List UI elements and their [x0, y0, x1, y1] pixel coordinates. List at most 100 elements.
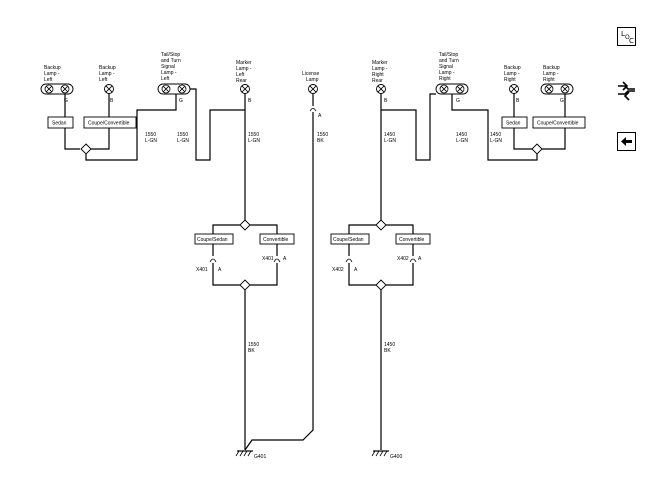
marker-lamp-left-rear: Marker Lamp - Left Rear B [236, 60, 252, 104]
pin-label: G [64, 98, 68, 104]
lamp-label-line: License [302, 71, 319, 77]
wire-label: 1550 [317, 132, 328, 138]
tail-stop-turn-lamp-right: Tail/Stop and Turn Signal Lamp - Right G [435, 52, 469, 104]
wire-label: L-GN [384, 138, 396, 144]
locator-button[interactable]: L O C [617, 27, 636, 46]
lamp-label-line: Left [236, 72, 245, 78]
tail-stop-turn-lamp-left: Tail/Stop and Turn Signal Lamp - Left G [157, 52, 191, 104]
wire-label: L-GN [248, 138, 260, 144]
lamp-label-line: Left [161, 76, 170, 82]
connector-label: X402 [397, 256, 409, 262]
option-label: Coupe/Sedan [197, 237, 228, 243]
option-label: Coupe/Convertible [88, 121, 130, 127]
wire-label: 1550 [177, 132, 188, 138]
option-box-coupe-sedan [194, 233, 234, 245]
pin-label: A [354, 267, 358, 273]
lamp-label-line: Backup [543, 65, 560, 71]
connector-symbol [273, 258, 281, 263]
lamp-label-line: Rear [372, 78, 383, 84]
pin-label: G [179, 98, 183, 104]
lamp-label-line: Signal [161, 64, 175, 70]
ground-label: G401 [254, 454, 266, 460]
wire-label: BK [248, 348, 255, 354]
pin-label: B [110, 98, 114, 104]
option-box-sedan [47, 116, 74, 129]
license-lamp: License Lamp A [302, 71, 322, 119]
pin-label: G [560, 98, 564, 104]
pin-label: A [283, 256, 287, 262]
splice-diamond [239, 279, 251, 291]
lamp-label-line: Right [372, 72, 384, 78]
splice-diamond [375, 279, 387, 291]
lamp-label-line: Backup [44, 65, 61, 71]
lamp-label-line: Tail/Stop [439, 52, 458, 58]
ground-label: G400 [390, 454, 402, 460]
connector-symbol [309, 108, 317, 112]
option-label: Convertible [263, 237, 289, 243]
lamp-label-line: Lamp - [543, 71, 559, 77]
lamp-label-line: Lamp - [161, 70, 177, 76]
loc-letter: O [625, 34, 630, 41]
wire-label: BK [317, 138, 324, 144]
lamp-label-line: Backup [99, 65, 116, 71]
lamp-label-line: Marker [236, 60, 252, 66]
ground-symbol-g401 [235, 450, 253, 457]
lamp-label-line: Lamp - [99, 71, 115, 77]
dual-bulb-housing [157, 83, 191, 95]
pin-label: A [418, 256, 422, 262]
lamp-label-line: Lamp - [44, 71, 60, 77]
lamp-label-line: Lamp - [236, 66, 252, 72]
connector-label: X401 [262, 256, 274, 262]
back-button[interactable] [617, 132, 636, 151]
option-box-coupe-convertible [532, 116, 586, 129]
connector-symbol [209, 258, 217, 263]
pin-label: B [516, 98, 520, 104]
connector-symbol [409, 258, 417, 263]
ground-symbol-g400 [371, 450, 389, 457]
option-label: Sedan [506, 121, 521, 127]
wire-label: 1450 [456, 132, 467, 138]
lamp-label-line: Right [504, 77, 516, 83]
connector-label: X401 [196, 267, 208, 273]
lamp-label-line: Marker [372, 60, 388, 66]
backup-lamp-right-sedan: Backup Lamp - Right B [504, 65, 521, 104]
lamp-label-line: and Turn [161, 58, 181, 64]
lamp-label-line: Right [439, 76, 451, 82]
lamp-label-line: and Turn [439, 58, 459, 64]
wire-label: L-GN [145, 138, 157, 144]
backup-lamp-left-sedan: Backup Lamp - Left G [40, 65, 74, 104]
option-label: Coupe/Sedan [333, 237, 364, 243]
pin-label: A [318, 113, 322, 119]
wire-label: 1450 [384, 342, 395, 348]
loc-letter: C [629, 37, 634, 45]
lamp-label-line: Backup [504, 65, 521, 71]
pin-label: A [218, 267, 222, 273]
lamp-label-line: Tail/Stop [161, 52, 180, 58]
splice-diamond [531, 143, 543, 155]
lamp-label-line: Lamp - [504, 71, 520, 77]
wire-label: 1550 [145, 132, 156, 138]
lamp-label-line: Lamp [306, 77, 319, 83]
lamp-label-line: Lamp - [372, 66, 388, 72]
pin-label: G [456, 98, 460, 104]
wire-label: 1550 [248, 132, 259, 138]
lamp-label-line: Right [543, 77, 555, 83]
wire-label: L-GN [177, 138, 189, 144]
arrow-left-icon [621, 137, 632, 146]
option-label: Convertible [399, 237, 425, 243]
backup-lamp-right-coupe: Backup Lamp - Right G [540, 65, 574, 104]
wire-label: L-GN [456, 138, 468, 144]
lamp-label-line: Left [44, 77, 53, 83]
lamp-label-line: Signal [439, 64, 453, 70]
wire-label: BK [384, 348, 391, 354]
wire-label: L-GN [490, 138, 502, 144]
pin-label: B [384, 98, 388, 104]
option-box-coupe-convertible [83, 116, 137, 129]
backup-lamp-left-coupe: Backup Lamp - Left B [99, 65, 116, 104]
wire-label: 1450 [384, 132, 395, 138]
bulb-icon [44, 84, 54, 94]
splice-diamond [375, 219, 387, 231]
option-label: Coupe/Convertible [537, 121, 579, 127]
connector-view-icon[interactable] [615, 80, 637, 102]
